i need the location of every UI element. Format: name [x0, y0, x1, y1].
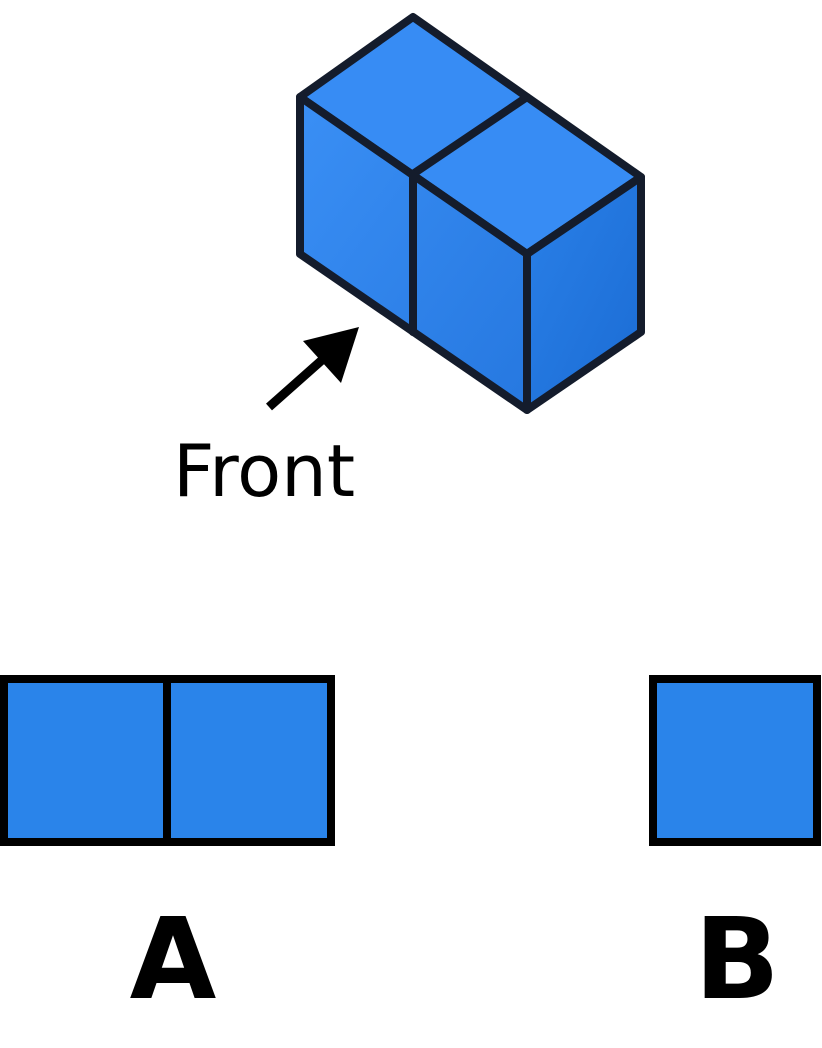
option-b-label: B — [694, 895, 779, 1025]
front-arrow — [266, 327, 359, 411]
option-b-cell — [649, 675, 821, 846]
object-side-face — [523, 173, 645, 414]
option-a-cell-left — [0, 675, 171, 846]
option-a-view — [0, 675, 335, 846]
object-top-divider — [409, 93, 531, 178]
arrow-head — [303, 327, 359, 383]
option-a-cell-right — [163, 675, 335, 846]
option-a-label: A — [130, 895, 217, 1025]
arrow-shaft — [266, 356, 325, 411]
isometric-object — [296, 13, 645, 414]
option-b-view — [649, 675, 821, 846]
front-label: Front — [173, 429, 355, 513]
